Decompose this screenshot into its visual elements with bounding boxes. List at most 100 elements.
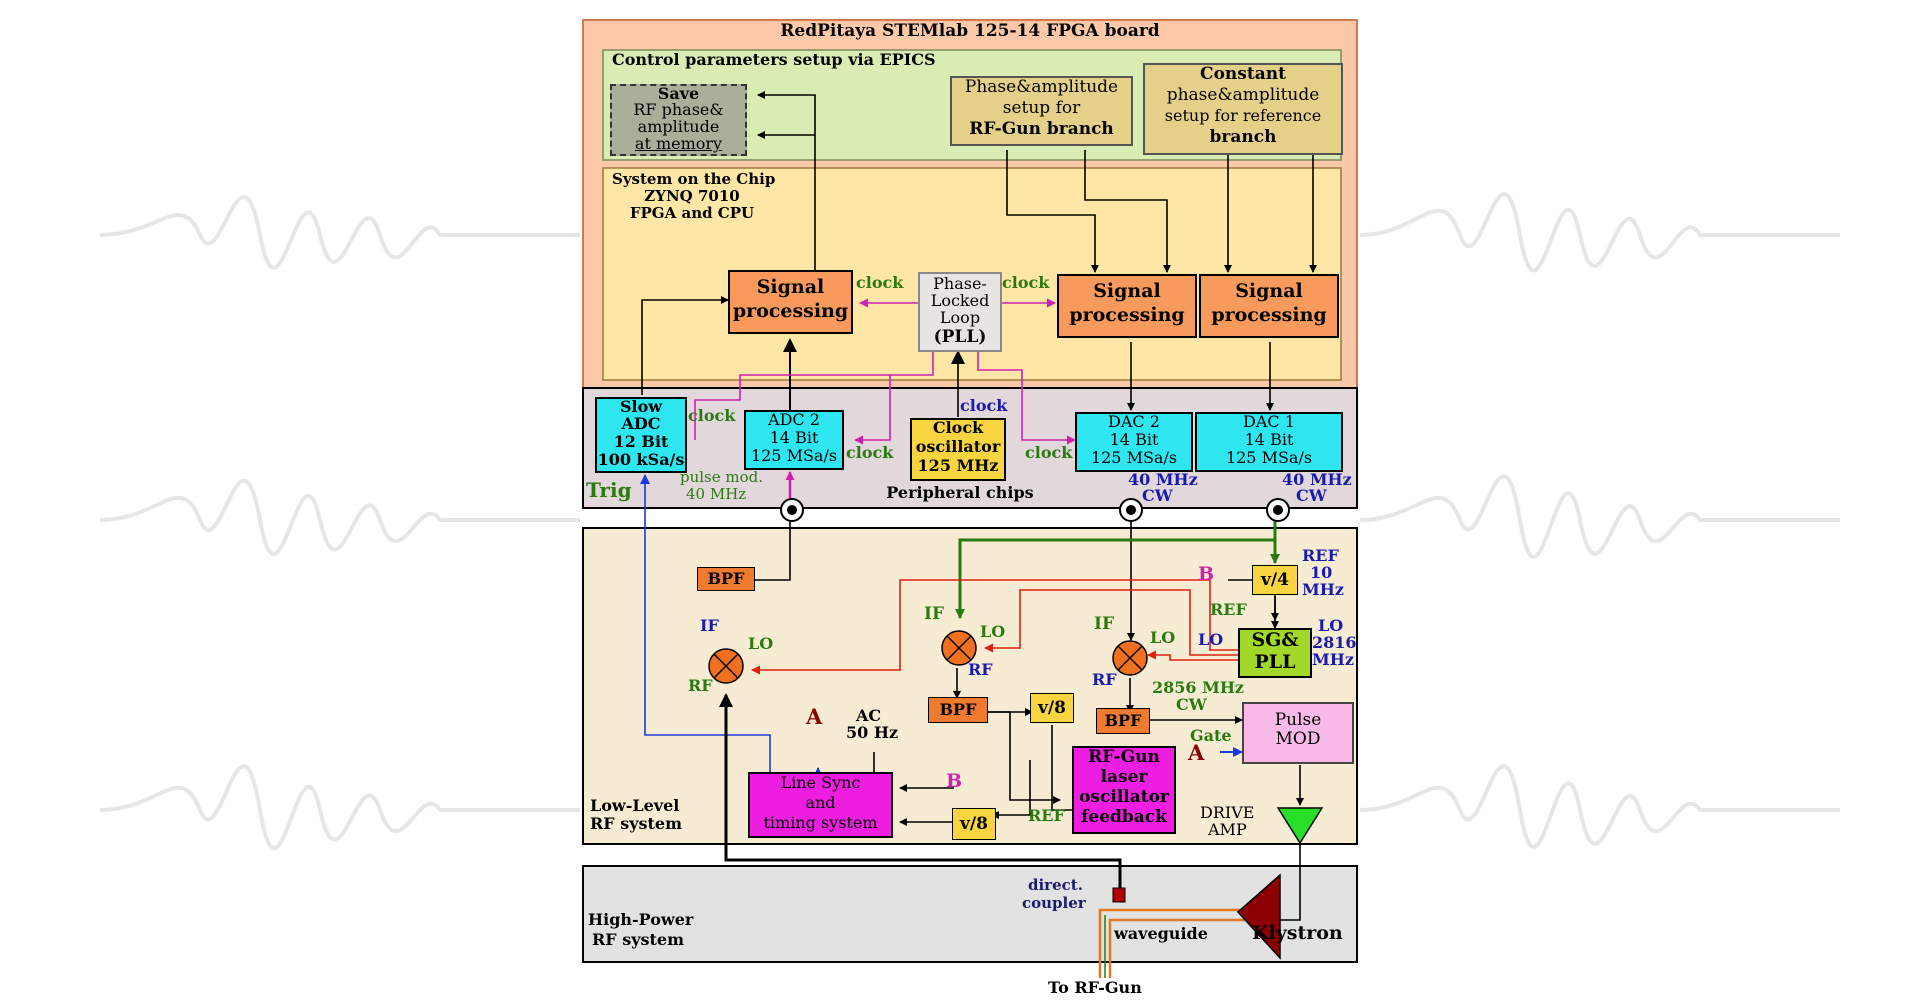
signal-processing-block-2: Signal processing — [1057, 274, 1197, 338]
to-rf-gun-label: To RF-Gun — [1048, 978, 1142, 997]
dac1-l1: DAC 1 — [1243, 412, 1295, 431]
b-label-1: B — [1198, 563, 1215, 585]
clock-label-5: clock — [846, 443, 894, 462]
ref-label-1: REF — [1210, 600, 1247, 619]
pll-l3: Loop — [939, 308, 981, 327]
hprf-title-l1: High-Power — [588, 910, 694, 929]
laser-feedback-block: RF-Gun laser oscillator feedback — [1072, 746, 1176, 834]
sp3-l2: processing — [1211, 304, 1327, 326]
drive-amp-label-l2: AMP — [1208, 820, 1247, 839]
clock-label-6: clock — [1025, 443, 1073, 462]
line-sync-block: Line Sync and timing system — [748, 772, 893, 838]
lo-label-3: LO — [1150, 628, 1176, 647]
signal-processing-block-1: Signal processing — [728, 270, 853, 334]
cw40-label-2-l2: CW — [1296, 486, 1327, 505]
dac2-l3: 125 MSa/s — [1090, 448, 1178, 467]
mixer-3 — [1112, 640, 1148, 676]
dac1-l3: 125 MSa/s — [1225, 448, 1313, 467]
divider-8-block-1: v/8 — [1030, 693, 1074, 723]
dac2-l1: DAC 2 — [1108, 412, 1160, 431]
save-memory-block: Save RF phase& amplitude at memory — [610, 84, 747, 156]
if-label-1: IF — [700, 616, 719, 635]
pa-setup-l1: Phase&amplitude — [964, 77, 1119, 97]
const-l4: branch — [1209, 127, 1277, 147]
dac2-l2: 14 Bit — [1109, 430, 1159, 449]
background-waveforms — [99, 192, 1840, 851]
lo-label-4: LO — [1198, 630, 1224, 649]
slow-adc-l1: Slow — [619, 397, 663, 416]
connectors — [640, 91, 1317, 978]
adc2-l3: 125 MSa/s — [750, 446, 838, 465]
clock-label-2: clock — [1002, 273, 1050, 292]
coupler-label-l1: direct. — [1028, 876, 1083, 894]
if-label-2: IF — [924, 604, 945, 624]
soc-title-l2: ZYNQ 7010 — [644, 187, 740, 205]
divider-4-block: v/4 — [1252, 565, 1298, 595]
pulse-mod-block: Pulse MOD — [1242, 702, 1354, 764]
fpga-board-title: RedPitaya STEMlab 125-14 FPGA board — [780, 21, 1160, 41]
linesync-l3: timing system — [763, 813, 878, 832]
trig-label: Trig — [586, 478, 632, 502]
bpf-block-1: BPF — [697, 567, 755, 591]
clock-label-3: clock — [960, 396, 1008, 415]
laser-l4: feedback — [1081, 807, 1167, 827]
laser-l3: oscillator — [1079, 787, 1169, 807]
sgpll-l2: PLL — [1254, 651, 1296, 673]
hprf-section — [582, 865, 1358, 963]
ref-label-2: REF — [1028, 806, 1065, 825]
osc-l2: oscillator — [915, 437, 1001, 456]
linesync-l1: Line Sync — [780, 773, 861, 792]
slow-adc-l3: 12 Bit — [613, 432, 669, 451]
ref10-label-l3: MHz — [1302, 580, 1344, 599]
sp2-l2: processing — [1069, 304, 1185, 326]
osc-l1: Clock — [932, 418, 984, 437]
waveguide-label: waveguide — [1114, 924, 1208, 943]
signal-processing-block-3: Signal processing — [1199, 274, 1339, 338]
dac1-l2: 14 Bit — [1244, 430, 1294, 449]
adc2-block: ADC 2 14 Bit 125 MSa/s — [744, 410, 844, 470]
pa-setup-l2: setup for — [1002, 98, 1081, 118]
cw40-label-1-l2: CW — [1142, 486, 1173, 505]
sg-pll-block: SG& PLL — [1238, 628, 1312, 678]
osc-l3: 125 MHz — [917, 456, 999, 475]
clock-label-1: clock — [856, 273, 904, 292]
const-l2: phase&amplitude — [1166, 85, 1320, 105]
save-label-l3: amplitude — [637, 117, 720, 136]
gate-label: Gate — [1190, 726, 1232, 745]
dac1-block: DAC 1 14 Bit 125 MSa/s — [1195, 412, 1343, 472]
clock-oscillator-block: Clock oscillator 125 MHz — [910, 418, 1006, 481]
sp3-l1: Signal — [1235, 280, 1303, 302]
clock-label-4: clock — [688, 406, 736, 425]
pll-l4: (PLL) — [933, 327, 987, 347]
peripheral-title: Peripheral chips — [886, 483, 1034, 502]
adc2-l1: ADC 2 — [768, 410, 820, 429]
slow-adc-l2: ADC — [621, 414, 661, 433]
save-label-l4: at memory — [634, 134, 723, 153]
pulse-l1: Pulse — [1274, 710, 1322, 730]
laser-l1: RF-Gun — [1088, 747, 1160, 767]
cw40-label-2-l1: 40 MHz — [1282, 470, 1352, 489]
rf-gun-setup-block: Phase&amplitude setup for RF-Gun branch — [950, 76, 1133, 146]
lo-label-1: LO — [748, 634, 774, 653]
divider-8-block-2: v/8 — [952, 808, 996, 840]
hprf-title-l2: RF system — [592, 930, 685, 949]
const-l1: Constant — [1200, 64, 1286, 84]
drive-amp-label-l1: DRIVE — [1200, 803, 1255, 822]
pll-l2: Locked — [930, 291, 990, 310]
control-title: Control parameters setup via EPICS — [612, 50, 936, 69]
a-label-1: A — [806, 704, 823, 729]
rf-label-1: RF — [688, 676, 713, 695]
slow-adc-block: Slow ADC 12 Bit 100 kSa/s — [595, 397, 687, 473]
pll-l1: Phase- — [933, 274, 987, 293]
cw2856-label-l2: CW — [1176, 695, 1207, 714]
lo2816-label-l1: LO — [1318, 616, 1344, 635]
llrf-title-l2: RF system — [590, 814, 683, 833]
pulse-l2: MOD — [1275, 729, 1321, 749]
bpf-block-2: BPF — [928, 697, 988, 723]
pa-setup-l3: RF-Gun branch — [969, 119, 1114, 139]
lo2816-label-l2: 2816 — [1312, 633, 1357, 652]
ref10-label-l2: 10 — [1310, 563, 1333, 582]
klystron-icon — [1236, 873, 1281, 960]
rf-label-2: RF — [968, 660, 993, 679]
soc-title-l3: FPGA and CPU — [629, 204, 755, 222]
